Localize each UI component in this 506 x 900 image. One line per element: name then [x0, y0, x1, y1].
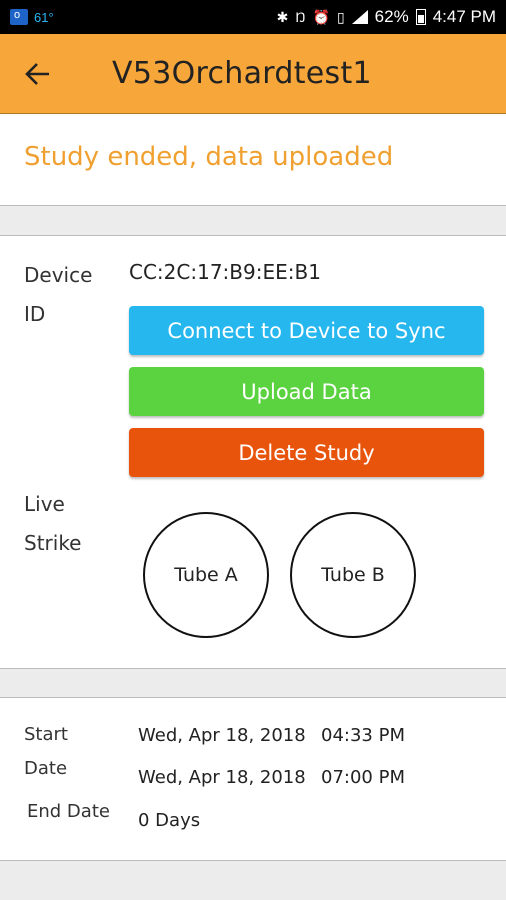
start-date-label-line1: Start [24, 724, 68, 745]
device-card: Device ID CC:2C:17:B9:EE:B1 Connect to D… [0, 236, 506, 668]
status-bar: 61° ✱ Ŋ ⏰ ▯ 62% 4:47 PM [0, 0, 506, 34]
section-divider [0, 668, 506, 698]
device-id-label-line1: Device [24, 263, 93, 287]
outlook-icon [10, 9, 28, 25]
clock-text: 4:47 PM [432, 7, 496, 26]
device-id-label: Device ID [24, 256, 92, 334]
delete-study-button[interactable]: Delete Study [129, 428, 484, 477]
battery-percent: 62% [374, 7, 409, 26]
page-title: V53Orchardtest1 [112, 56, 372, 91]
connect-to-device-button[interactable]: Connect to Device to Sync [129, 306, 484, 355]
study-status-text: Study ended, data uploaded [24, 142, 394, 172]
live-strike-label-line1: Live [24, 492, 65, 516]
device-id-value: CC:2C:17:B9:EE:B1 [129, 260, 321, 284]
alarm-icon: ⏰ [312, 8, 330, 25]
section-divider [0, 205, 506, 236]
dates-card: Start Date End Date Wed, Apr 18, 2018 04… [0, 698, 506, 860]
vibrate-icon: ▯ [336, 8, 345, 25]
nfc-icon: Ŋ [295, 9, 306, 25]
status-bar-left: 61° [10, 9, 54, 25]
back-arrow-icon [25, 62, 49, 85]
study-status-section: Study ended, data uploaded [0, 115, 506, 205]
app-bar: V53Orchardtest1 [0, 34, 506, 114]
device-id-label-line2: ID [24, 302, 46, 326]
back-button[interactable] [12, 34, 64, 114]
signal-icon [351, 10, 368, 24]
start-date-label-line2: Date [24, 758, 68, 779]
live-strike-label: Live Strike [24, 485, 82, 563]
tube-b-button[interactable]: Tube B [290, 512, 416, 638]
temperature-text: 61° [34, 9, 54, 25]
bluetooth-icon: ✱ [276, 8, 289, 25]
end-date-label: End Date [27, 801, 110, 822]
duration-value: 0 Days [138, 810, 201, 831]
section-divider [0, 860, 506, 900]
live-strike-label-line2: Strike [24, 531, 82, 555]
tube-a-button[interactable]: Tube A [143, 512, 269, 638]
battery-icon [415, 9, 426, 25]
end-date-value: Wed, Apr 18, 2018 [138, 767, 306, 788]
start-time-value: 04:33 PM [321, 725, 405, 746]
start-date-value: Wed, Apr 18, 2018 [138, 725, 306, 746]
status-bar-right: ✱ Ŋ ⏰ ▯ 62% 4:47 PM [277, 7, 496, 27]
end-time-value: 07:00 PM [321, 767, 405, 788]
upload-data-button[interactable]: Upload Data [129, 367, 484, 416]
